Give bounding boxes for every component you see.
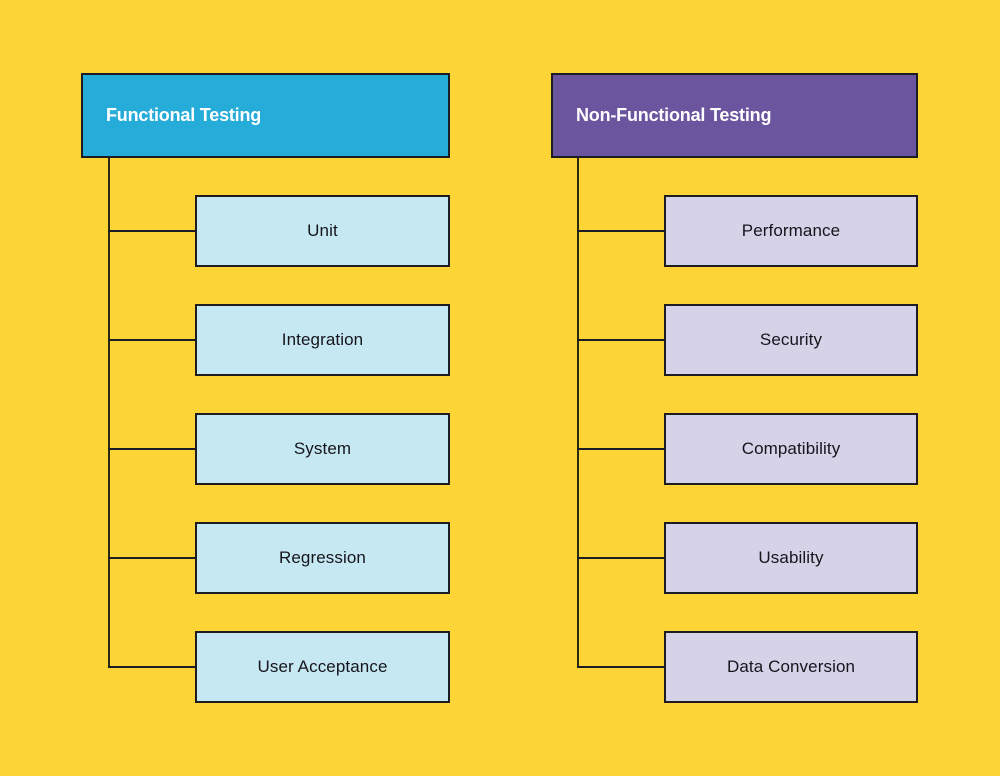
child-box-label: Security: [759, 330, 823, 349]
child-box-functional-0[interactable]: Unit: [195, 195, 450, 267]
child-box-functional-4[interactable]: User Acceptance: [195, 631, 450, 703]
connector-functional-3: [108, 557, 195, 559]
root-box-label: Functional Testing: [106, 105, 262, 125]
child-box-non-functional-3[interactable]: Usability: [664, 522, 918, 594]
trunk-line-functional: [108, 158, 110, 667]
child-box-non-functional-0[interactable]: Performance: [664, 195, 918, 267]
connector-functional-0: [108, 230, 195, 232]
root-box-label: Non-Functional Testing: [576, 105, 772, 125]
root-box-non-functional[interactable]: Non-Functional Testing: [551, 73, 918, 158]
child-box-label: Usability: [758, 548, 824, 567]
child-box-non-functional-1[interactable]: Security: [664, 304, 918, 376]
child-box-non-functional-4[interactable]: Data Conversion: [664, 631, 918, 703]
child-box-label: Data Conversion: [726, 657, 856, 676]
child-box-functional-2[interactable]: System: [195, 413, 450, 485]
child-box-functional-3[interactable]: Regression: [195, 522, 450, 594]
connector-non-functional-1: [577, 339, 664, 341]
connector-functional-4: [108, 666, 195, 668]
child-box-label: User Acceptance: [257, 657, 388, 676]
connector-functional-2: [108, 448, 195, 450]
child-box-non-functional-2[interactable]: Compatibility: [664, 413, 918, 485]
child-box-label: Performance: [741, 221, 841, 240]
connector-non-functional-2: [577, 448, 664, 450]
connector-non-functional-3: [577, 557, 664, 559]
child-box-label: Regression: [279, 548, 366, 567]
child-box-label: Unit: [307, 221, 338, 240]
trunk-line-non-functional: [577, 158, 579, 667]
child-box-label: Integration: [281, 330, 364, 349]
connector-functional-1: [108, 339, 195, 341]
connector-non-functional-0: [577, 230, 664, 232]
child-box-label: Compatibility: [741, 439, 841, 458]
connector-non-functional-4: [577, 666, 664, 668]
root-box-functional[interactable]: Functional Testing: [81, 73, 450, 158]
child-box-functional-1[interactable]: Integration: [195, 304, 450, 376]
child-box-label: System: [293, 439, 352, 458]
